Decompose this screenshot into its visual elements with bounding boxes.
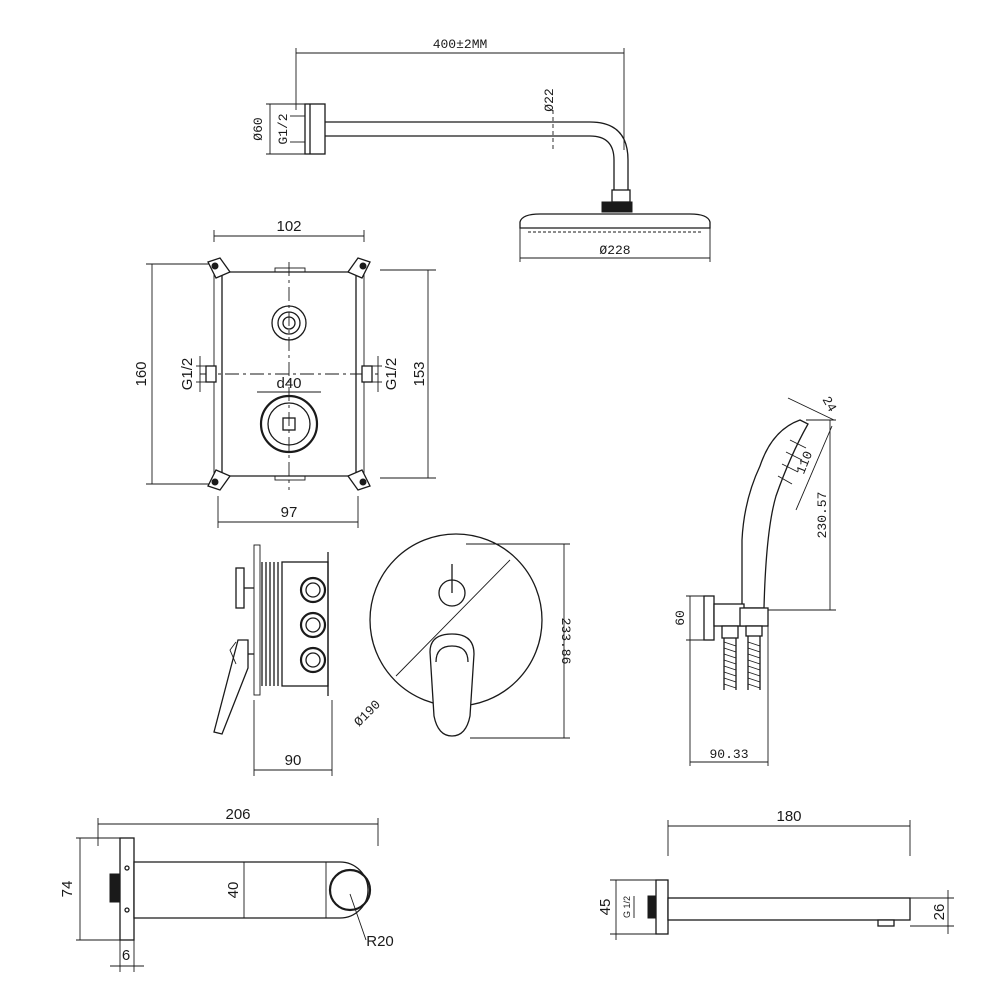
tub-thread: [109, 873, 121, 903]
ws-spout-body: [667, 897, 911, 921]
hand-shower-nozzles: [777, 439, 807, 485]
tub-wall-plate: [119, 837, 135, 941]
side-lever-detail: [229, 641, 237, 665]
ws-height-label: 45: [597, 899, 614, 916]
shower-head-body: [519, 213, 711, 229]
arm-thread-label: G1/2: [276, 113, 291, 144]
mount-lug-tr: [347, 257, 371, 279]
diverter-knob-inner: [282, 316, 296, 330]
cartridge-inner: [267, 402, 311, 446]
trim-lever-top: [435, 645, 469, 663]
trim-dia-leader: [395, 559, 511, 677]
mount-lug-bl: [207, 469, 231, 491]
cartridge-outer: [259, 394, 319, 454]
hs-width-dim: [787, 397, 835, 421]
hose-right: [747, 636, 761, 690]
thread-left-label: G1/2: [179, 358, 196, 391]
head-dia-label: Ø228: [599, 243, 630, 258]
side-port-mid-inner: [305, 617, 321, 633]
inlet-left: [205, 365, 217, 383]
hs-width-label: 24: [819, 394, 840, 415]
ws-length-label: 180: [776, 808, 801, 825]
hs-total-length-label: 230.57: [815, 492, 830, 539]
box-height-left-label: 160: [133, 361, 150, 386]
hs-head-dim: [795, 425, 833, 511]
holder-cradle: [739, 607, 769, 627]
tub-height-label: 74: [59, 881, 76, 898]
ws-thread: [647, 895, 657, 919]
trim-dia-label: Ø190: [351, 697, 384, 730]
ws-outlet: [877, 919, 895, 927]
inlet-right: [361, 365, 373, 383]
side-wall-flange: [253, 544, 261, 696]
side-port-bottom-inner: [305, 652, 321, 668]
tub-body-height-label: 40: [225, 882, 242, 899]
trim-plate-view: Ø190 233.86: [351, 533, 573, 739]
arm-wall-flange: [304, 103, 326, 155]
tub-radius-leader: [349, 893, 367, 941]
arm-pipe-top-edge: [325, 121, 629, 190]
shower-arm-view: 400±2MM Ø60 G1/2 Ø22 Ø228: [251, 37, 711, 262]
hand-shower-view: 24 110 230.57 60 90.33: [673, 394, 840, 766]
mount-lug-tl: [207, 257, 231, 279]
arm-pipe-bottom-edge: [325, 135, 615, 190]
side-diverter-stem: [235, 567, 245, 609]
wall-spout-view: 180 45 G 1/2 26: [597, 808, 954, 940]
box-width-top-label: 102: [276, 218, 301, 235]
hs-holder-height-label: 60: [673, 610, 688, 626]
tub-screw-bottom: [124, 907, 130, 913]
arm-nut: [611, 189, 631, 203]
tub-spout-view: 206 74 40 R20 6: [59, 806, 394, 972]
hs-projection-label: 90.33: [709, 747, 748, 762]
hose-connector: [721, 625, 739, 639]
ws-wall-plate: [655, 879, 669, 935]
side-port-top: [299, 576, 327, 604]
hand-shower-body: [741, 419, 809, 609]
valve-side-view: 90: [213, 544, 333, 776]
mount-lug-br: [347, 469, 371, 491]
tub-outlet-circle: [328, 868, 372, 912]
handle-connector: [745, 625, 763, 637]
arm-length-label: 400±2MM: [433, 37, 488, 52]
side-ribs: [261, 562, 279, 686]
pipe-dia-label: Ø22: [542, 88, 557, 111]
thread-right-label: G1/2: [383, 358, 400, 391]
tub-radius-label: R20: [366, 933, 394, 950]
box-bottom-nub: [274, 475, 306, 481]
cartridge-stem: [282, 417, 296, 431]
tub-plate-thickness-label: 6: [122, 947, 130, 964]
trim-height-label: 233.86: [558, 618, 573, 665]
ws-spout-height-label: 26: [931, 904, 948, 921]
trim-lever-handle: [429, 633, 475, 737]
head-ball-joint: [601, 201, 633, 213]
holder-wall-plate: [703, 595, 715, 641]
side-port-top-inner: [305, 582, 321, 598]
diverter-knob-mid: [277, 311, 301, 335]
side-lever: [213, 639, 249, 735]
flange-dia-label: Ø60: [251, 117, 266, 140]
diverter-knob-outer: [271, 305, 307, 341]
side-depth-label: 90: [285, 752, 302, 769]
box-top-nub: [274, 267, 306, 273]
tub-spout-body: [133, 861, 369, 919]
side-port-mid: [299, 611, 327, 639]
box-height-right-label: 153: [411, 361, 428, 386]
ws-thread-label: G 1/2: [622, 896, 632, 918]
valve-box-front-view: 102 160 153: [133, 218, 436, 528]
hose-left: [723, 638, 737, 690]
hs-head-length-label: 110: [793, 449, 816, 476]
tub-screw-top: [124, 865, 130, 871]
cartridge-label: d40: [276, 375, 301, 392]
side-port-bottom: [299, 646, 327, 674]
tub-length-label: 206: [225, 806, 250, 823]
box-width-bottom-label: 97: [281, 504, 298, 521]
